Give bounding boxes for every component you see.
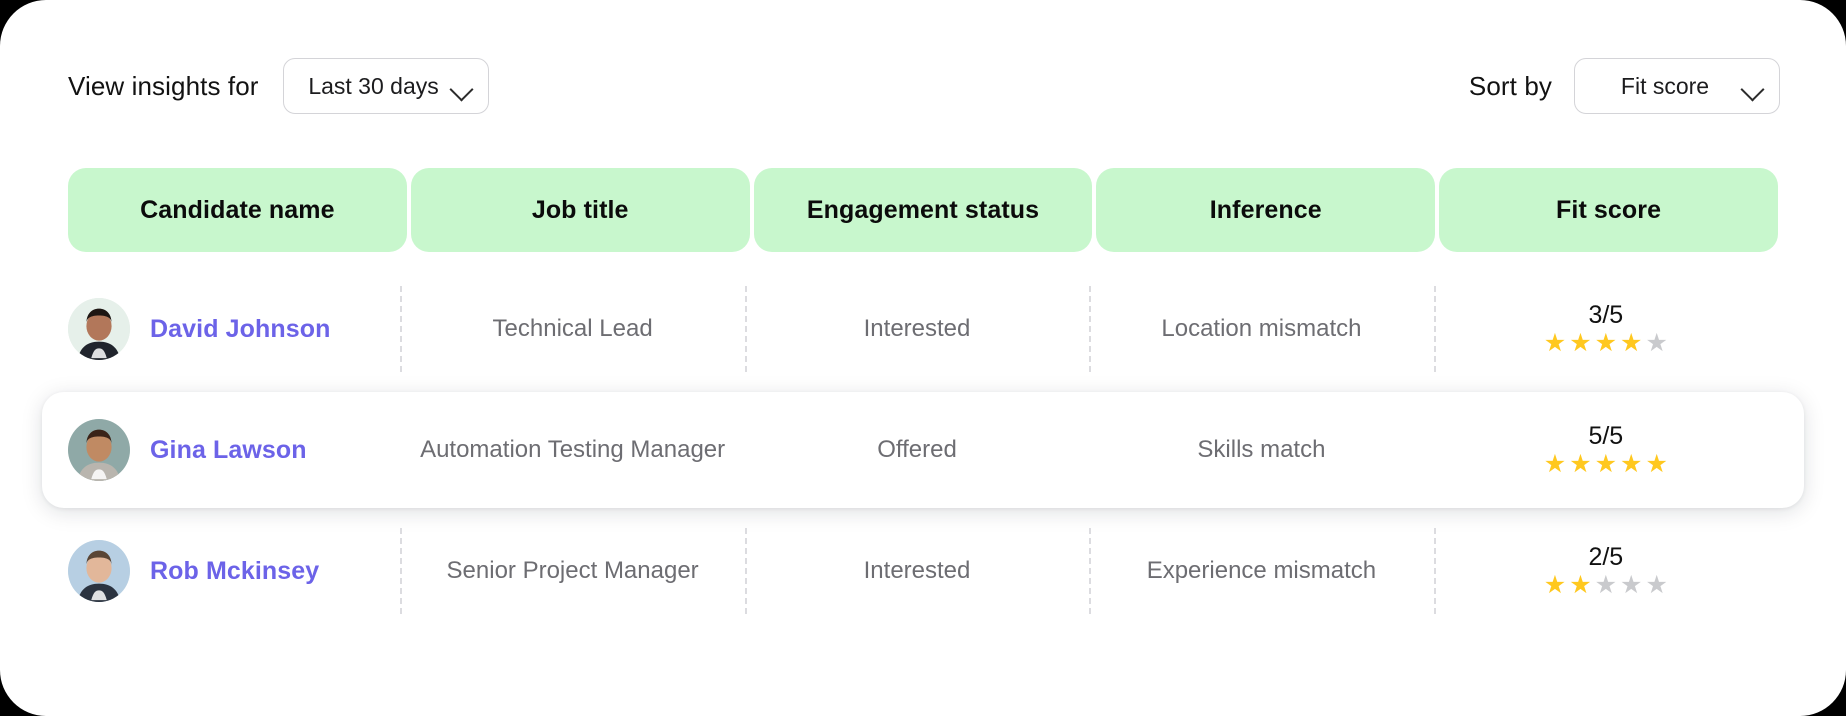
- candidate-name-link[interactable]: Gina Lawson: [150, 435, 307, 464]
- star-filled-icon: ★: [1569, 328, 1592, 357]
- star-filled-icon: ★: [1620, 449, 1643, 478]
- star-filled-icon: ★: [1543, 570, 1567, 599]
- view-insights-control: View insights for Last 30 days: [68, 58, 489, 114]
- cell-candidate-name: David Johnson: [68, 274, 400, 384]
- star-empty-icon: ★: [1645, 328, 1668, 357]
- star-empty-icon: ★: [1594, 570, 1618, 599]
- chevron-down-icon: [449, 77, 474, 102]
- avatar: [68, 419, 130, 481]
- cell-inference-text: Experience mismatch: [1146, 556, 1377, 584]
- cell-engagement-status: Interested: [744, 516, 1089, 626]
- cell-job-title: Technical Lead: [400, 274, 744, 384]
- table-header-cell-job-title[interactable]: Job title: [410, 168, 750, 252]
- cell-job-title-text: Senior Project Manager: [446, 556, 699, 584]
- star-filled-icon: ★: [1569, 449, 1592, 478]
- table-header-cell-fit-score[interactable]: Fit score: [1439, 168, 1778, 252]
- star-filled-icon: ★: [1594, 449, 1618, 478]
- cell-inference: Location mismatch: [1089, 274, 1433, 384]
- avatar: [68, 298, 130, 360]
- cell-job-title: Senior Project Manager: [400, 516, 744, 626]
- cell-job-title-text: Automation Testing Manager: [420, 435, 726, 463]
- star-filled-icon: ★: [1645, 449, 1668, 478]
- cell-inference-text: Location mismatch: [1161, 314, 1362, 342]
- star-filled-icon: ★: [1620, 328, 1643, 357]
- star-filled-icon: ★: [1569, 570, 1592, 599]
- sort-select-value: Fit score: [1620, 72, 1710, 99]
- table-row[interactable]: Gina Lawson Automation Testing Manager Off…: [42, 392, 1804, 508]
- cell-engagement-status-text: Offered: [877, 435, 957, 463]
- star-empty-icon: ★: [1645, 570, 1668, 599]
- sort-by-label: Sort by: [1468, 70, 1552, 101]
- cell-inference-text: Skills match: [1197, 435, 1326, 463]
- table-header-label: Job title: [531, 195, 629, 224]
- fit-score-value: 2/5: [1588, 543, 1624, 572]
- candidate-name-link[interactable]: Rob Mckinsey: [150, 556, 320, 585]
- cell-engagement-status: Interested: [744, 274, 1089, 384]
- cell-job-title: Automation Testing Manager: [400, 392, 744, 508]
- sort-control: Sort by Fit score: [1469, 58, 1780, 114]
- cell-inference: Experience mismatch: [1089, 516, 1433, 626]
- cell-fit-score: 5/5★★★★★: [1434, 392, 1778, 508]
- cell-engagement-status: Offered: [745, 392, 1089, 508]
- fit-score-value: 3/5: [1588, 301, 1624, 330]
- table-header-label: Inference: [1209, 195, 1322, 224]
- table-header-label: Engagement status: [806, 195, 1040, 224]
- period-select[interactable]: Last 30 days: [282, 58, 489, 114]
- cell-candidate-name: Rob Mckinsey: [68, 516, 400, 626]
- sort-select[interactable]: Fit score: [1574, 58, 1780, 114]
- table-row[interactable]: David Johnson Technical Lead Interested Loc…: [68, 274, 1778, 384]
- star-filled-icon: ★: [1543, 449, 1567, 478]
- cell-engagement-status-text: Interested: [863, 314, 971, 342]
- cell-candidate-name: Gina Lawson: [68, 392, 400, 508]
- star-rating: ★★★★★: [1543, 449, 1668, 478]
- star-rating: ★★★★★: [1543, 570, 1668, 599]
- star-empty-icon: ★: [1620, 570, 1643, 599]
- view-insights-label: View insights for: [68, 70, 259, 101]
- controls-bar: View insights for Last 30 days Sort by F…: [0, 0, 1846, 150]
- table-header-cell-engagement-status[interactable]: Engagement status: [753, 168, 1093, 252]
- candidate-name-link[interactable]: David Johnson: [150, 314, 331, 343]
- table-header-row: Candidate name Job title Engagement status…: [68, 168, 1778, 252]
- table-header-cell-candidate-name[interactable]: Candidate name: [68, 168, 407, 252]
- table-row[interactable]: Rob Mckinsey Senior Project Manager Intere…: [68, 516, 1778, 626]
- avatar: [68, 540, 130, 602]
- star-rating: ★★★★★: [1543, 328, 1668, 357]
- chevron-down-icon: [1740, 77, 1765, 102]
- table-header-cell-inference[interactable]: Inference: [1096, 168, 1436, 252]
- table-header-label: Fit score: [1556, 195, 1662, 224]
- star-filled-icon: ★: [1594, 328, 1618, 357]
- cell-job-title-text: Technical Lead: [492, 314, 653, 342]
- candidates-table: Candidate name Job title Engagement status…: [42, 168, 1804, 626]
- cell-fit-score: 3/5★★★★★: [1433, 274, 1778, 384]
- cell-inference: Skills match: [1089, 392, 1433, 508]
- cell-engagement-status-text: Interested: [863, 556, 971, 584]
- star-filled-icon: ★: [1543, 328, 1567, 357]
- table-header-label: Candidate name: [140, 195, 335, 224]
- period-select-value: Last 30 days: [308, 72, 439, 99]
- fit-score-value: 5/5: [1588, 422, 1624, 451]
- cell-fit-score: 2/5★★★★★: [1433, 516, 1778, 626]
